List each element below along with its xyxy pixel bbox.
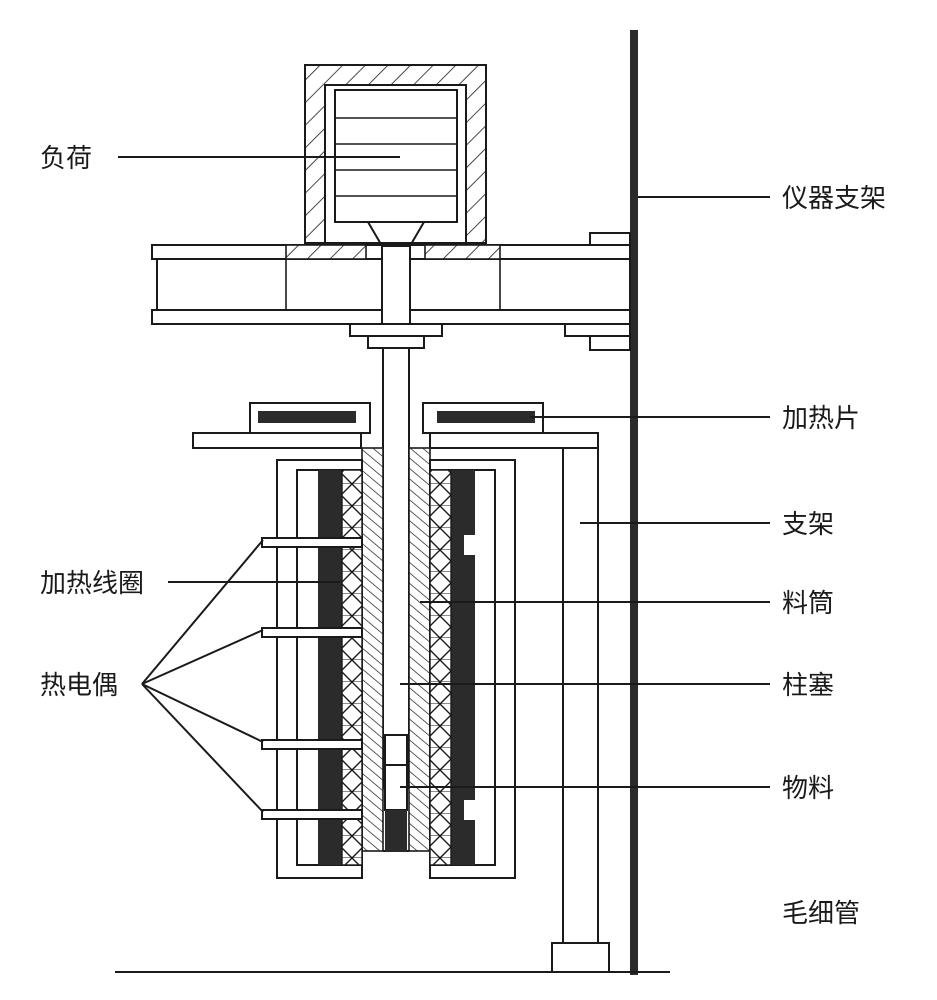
- label-load: 负荷: [40, 144, 92, 174]
- label-instrument-frame: 仪器支架: [782, 184, 886, 214]
- label-support: 支架: [782, 510, 834, 540]
- label-heating-coil: 加热线圈: [40, 569, 144, 599]
- instrument-frame-bar: [630, 30, 638, 975]
- heater-plate-assembly: [192, 402, 599, 449]
- left-heating-jacket: [276, 459, 363, 879]
- label-heater-plate: 加热片: [782, 404, 860, 434]
- label-barrel: 料筒: [782, 589, 834, 619]
- plunger-rod: [349, 245, 443, 789]
- label-plunger: 柱塞: [782, 671, 834, 701]
- label-thermocouple: 热电偶: [40, 671, 118, 701]
- right-heating-jacket: [429, 459, 516, 879]
- material: [384, 734, 408, 852]
- support-column: [551, 433, 610, 973]
- leader-lines: [118, 156, 770, 813]
- thermocouple-probes: [261, 537, 363, 820]
- load-housing: [304, 64, 487, 247]
- barrel: [361, 447, 431, 852]
- label-capillary: 毛细管: [782, 899, 860, 929]
- label-material: 物料: [782, 774, 834, 804]
